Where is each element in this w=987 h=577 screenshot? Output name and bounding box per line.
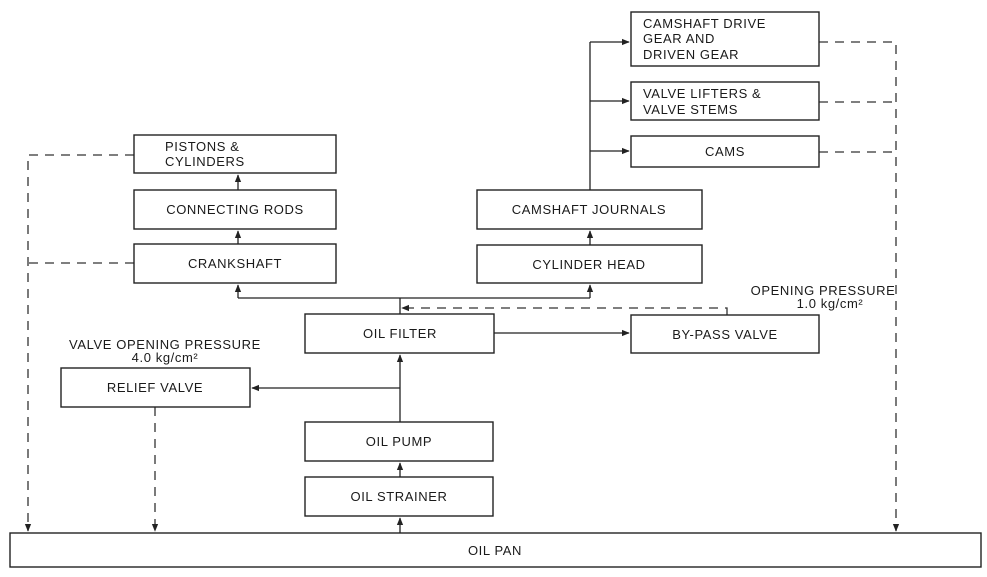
box-valve-lifters: VALVE LIFTERS & VALVE STEMS [630, 81, 820, 121]
box-camshaft-journals: CAMSHAFT JOURNALS [476, 189, 703, 230]
drive-gear-label-2: GEAR AND [643, 31, 715, 46]
box-camshaft-drive-gear: CAMSHAFT DRIVE GEAR AND DRIVEN GEAR [630, 11, 820, 67]
box-oil-pan: OIL PAN [9, 532, 982, 568]
connecting-rods-label: CONNECTING RODS [166, 202, 304, 217]
box-oil-pump: OIL PUMP [304, 421, 494, 462]
drive-gear-label-1: CAMSHAFT DRIVE [643, 16, 766, 31]
crankshaft-label: CRANKSHAFT [188, 256, 282, 271]
bypass-valve-label: BY-PASS VALVE [672, 327, 778, 342]
oil-pump-label: OIL PUMP [366, 434, 432, 449]
box-oil-strainer: OIL STRAINER [304, 476, 494, 517]
camshaft-journals-label: CAMSHAFT JOURNALS [512, 202, 666, 217]
cylinder-head-label: CYLINDER HEAD [532, 257, 645, 272]
box-oil-filter: OIL FILTER [304, 313, 495, 354]
box-connecting-rods: CONNECTING RODS [133, 189, 337, 230]
box-bypass-valve: BY-PASS VALVE [630, 314, 820, 354]
bypass-pressure-label: OPENING PRESSURE [751, 283, 896, 298]
relief-valve-label: RELIEF VALVE [107, 380, 203, 395]
box-cams: CAMS [630, 135, 820, 168]
box-crankshaft: CRANKSHAFT [133, 243, 337, 284]
oil-pan-label: OIL PAN [468, 543, 522, 558]
pistons-label-2: CYLINDERS [165, 154, 245, 169]
drive-gear-label-3: DRIVEN GEAR [643, 47, 739, 62]
flow-lines [234, 38, 630, 533]
relief-pressure-value: 4.0 kg/cm² [132, 350, 199, 365]
box-relief-valve: RELIEF VALVE [60, 367, 251, 408]
box-cylinder-head: CYLINDER HEAD [476, 244, 703, 284]
oil-strainer-label: OIL STRAINER [350, 489, 447, 504]
return-lines [24, 41, 900, 532]
bypass-pressure-value: 1.0 kg/cm² [797, 296, 864, 311]
bypass-return-line [401, 304, 728, 315]
box-pistons: PISTONS & CYLINDERS [133, 134, 337, 174]
cams-label: CAMS [705, 144, 745, 159]
oil-filter-label: OIL FILTER [363, 326, 437, 341]
pistons-return-line [24, 154, 134, 532]
valve-lifters-label-1: VALVE LIFTERS & [643, 86, 761, 101]
pistons-label-1: PISTONS & [165, 139, 240, 154]
valve-lifters-label-2: VALVE STEMS [643, 102, 738, 117]
relief-pressure-label: VALVE OPENING PRESSURE [69, 337, 261, 352]
drive-gear-return-line [819, 41, 900, 532]
